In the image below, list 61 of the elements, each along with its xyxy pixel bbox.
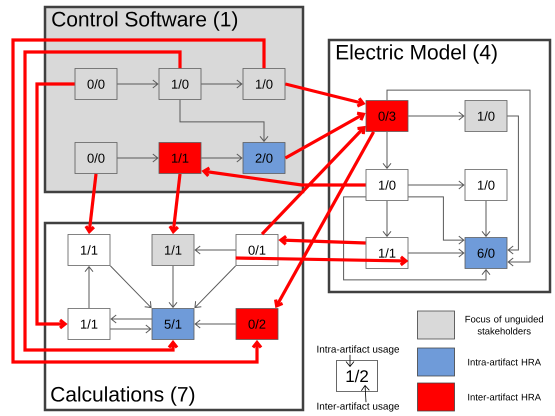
arrow [408, 180, 465, 190]
arrow [343, 196, 490, 280]
arrow [260, 126, 366, 236]
legend-label: Focus of unguided stakeholders [466, 316, 544, 334]
arrow [35, 82, 75, 330]
arrow [168, 174, 182, 234]
arrow [506, 116, 519, 254]
usage-box: 1/1 [68, 234, 110, 266]
usage-box: 1/0 [158, 68, 202, 100]
arrow [110, 324, 152, 334]
arrow [110, 265, 152, 308]
legend-label: Inter-artifact HRA [468, 394, 541, 400]
arrow [408, 196, 465, 245]
usage-box: 6/0 [464, 237, 508, 269]
arrow [110, 314, 152, 324]
legend-label: Intra-artifact HRA [468, 358, 541, 366]
usage-box: 1/0 [366, 169, 408, 201]
arrow [278, 234, 366, 246]
usage-box: 1/1 [158, 142, 202, 174]
usage-box: 1/1 [68, 308, 110, 340]
arrow [201, 166, 366, 187]
arrow [200, 154, 243, 162]
arrow [236, 256, 408, 266]
usage-box: 1/0 [464, 169, 508, 201]
example-box: 1/2 [336, 360, 378, 392]
arrow [84, 266, 94, 309]
arrow [386, 90, 530, 266]
usage-box: 0/1 [236, 234, 278, 266]
usage-box: 2/0 [242, 142, 286, 174]
usage-box: 1/0 [464, 100, 508, 132]
arrow [285, 82, 366, 108]
arrow [482, 200, 490, 238]
usage-box: 1/1 [152, 234, 194, 266]
arrow [84, 174, 98, 234]
arrow [408, 248, 465, 258]
annotation-text: Intra-artifact usage [317, 345, 400, 355]
arrow [11, 38, 266, 364]
arrow [274, 131, 375, 308]
arrow [346, 354, 354, 368]
arrow [194, 265, 236, 308]
annotation-text: Inter-artifact usage [317, 402, 400, 412]
arrow [360, 384, 370, 403]
arrow [200, 80, 243, 88]
usage-box: 0/2 [236, 308, 278, 340]
arrow [194, 320, 236, 328]
arrow [382, 200, 392, 238]
arrow [284, 112, 366, 160]
usage-box: 5/1 [152, 308, 194, 340]
usage-box: 1/0 [242, 68, 286, 100]
arrow [116, 154, 159, 162]
usage-box: 0/3 [366, 100, 408, 132]
arrow [180, 99, 268, 142]
arrow [116, 80, 159, 88]
arrow [408, 112, 465, 120]
usage-box: 0/0 [74, 142, 118, 174]
usage-box: 1/1 [366, 237, 408, 269]
arrow [23, 50, 182, 352]
usage-box: 0/0 [74, 68, 118, 100]
arrow [382, 131, 392, 170]
arrow [194, 246, 236, 254]
arrow [168, 265, 178, 308]
